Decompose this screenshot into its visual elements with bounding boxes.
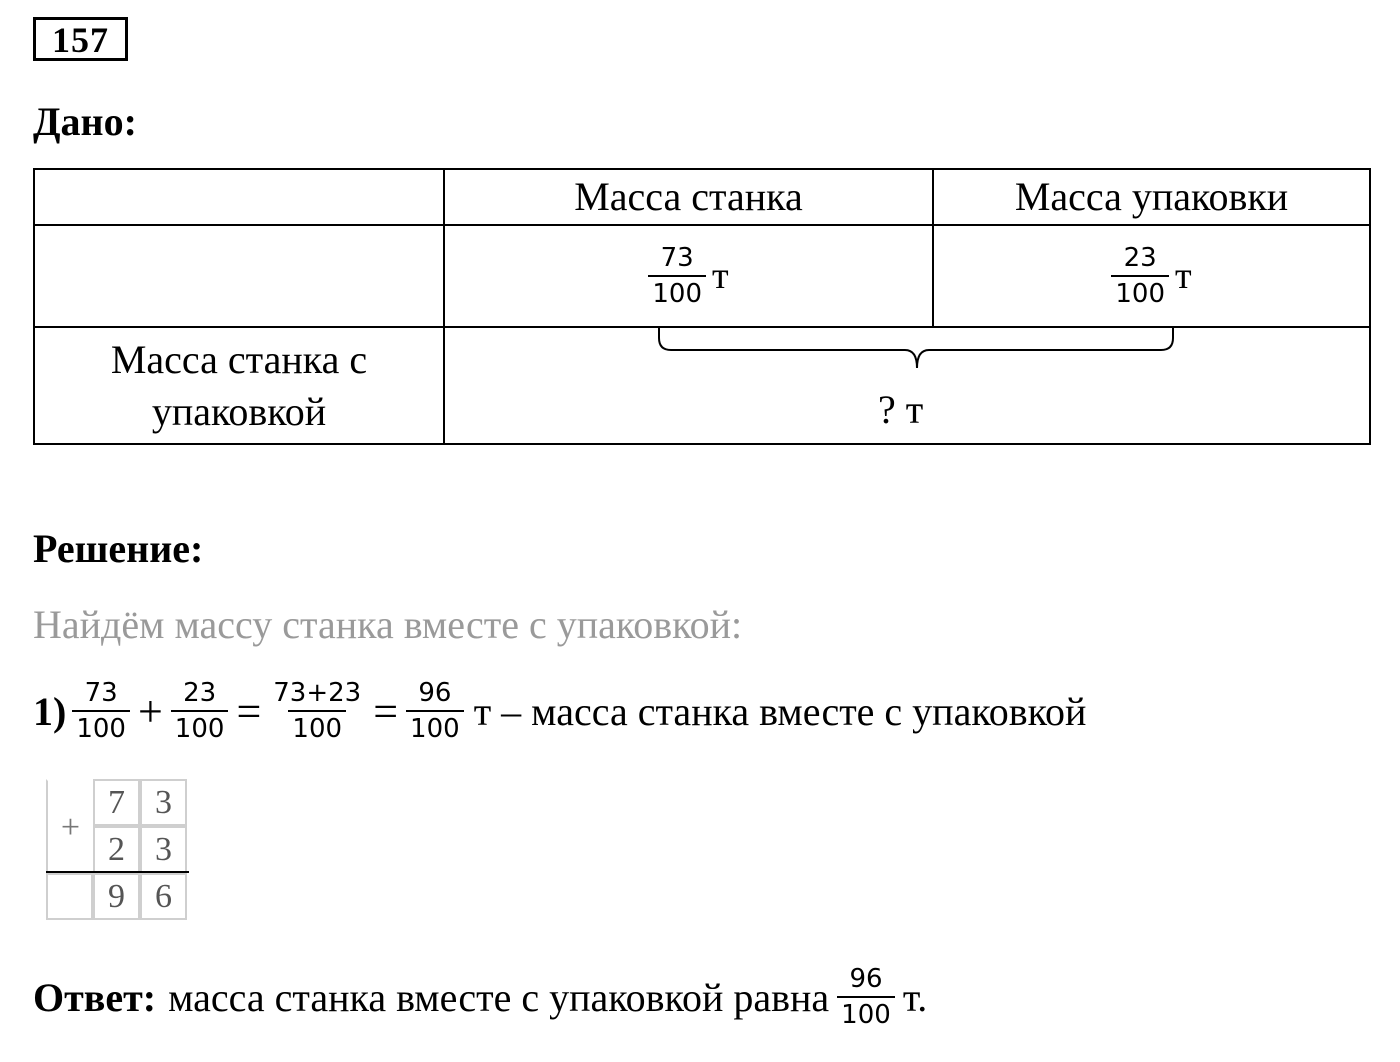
given-heading: Дано: (33, 99, 137, 144)
digit-cell: 7 (93, 779, 140, 826)
header-machine-mass: Масса станка (443, 168, 934, 226)
total-mass-value: ? т (878, 387, 924, 432)
empty-cell (46, 873, 93, 920)
fraction-sum: 73+23 100 (273, 678, 362, 744)
result-digit-cell: 9 (93, 873, 140, 920)
digit-cell: 3 (140, 779, 187, 826)
step-label: 1) (33, 688, 67, 734)
answer: Ответ: масса станка вместе с упаковкой р… (33, 955, 927, 1039)
table-empty-cell (33, 224, 445, 328)
solution-hint: Найдём массу станка вместе с упаковкой: (33, 602, 743, 647)
step-description: т – масса станка вместе с упаковкой (473, 688, 1087, 734)
curly-brace (658, 328, 1174, 369)
header-package-mass: Масса упаковки (932, 168, 1371, 226)
fraction-73-100: 73 100 (72, 678, 130, 744)
table-corner-cell (33, 168, 445, 226)
package-mass-value: 23 100 т (932, 224, 1371, 328)
given-table: Масса станка Масса упаковки 73 100 т 23 … (33, 168, 1371, 445)
column-plus-sign: + (46, 779, 93, 873)
answer-fraction: 96 100 (837, 964, 895, 1030)
equals-sign: = (373, 686, 399, 736)
answer-unit: т. (902, 974, 928, 1020)
equals-sign: = (236, 686, 262, 736)
problem-number: 157 (33, 17, 128, 61)
answer-text: масса станка вместе с упаковкой равна (168, 974, 830, 1020)
solution-step-1: 1) 73 100 + 23 100 = 73+23 100 = 96 100 … (33, 670, 1086, 752)
column-addition: + 7 3 2 3 9 6 (46, 779, 189, 920)
row-total-label: Масса станка с упаковкой (33, 326, 445, 445)
result-digit-cell: 6 (140, 873, 187, 920)
answer-label: Ответ: (33, 974, 157, 1020)
package-mass-fraction: 23 100 (1111, 243, 1170, 309)
fraction-23-100: 23 100 (170, 678, 229, 744)
machine-mass-fraction: 73 100 (648, 243, 707, 309)
solution-heading: Решение: (33, 526, 204, 571)
digit-cell: 3 (140, 826, 187, 873)
fraction-96-100: 96 100 (406, 678, 464, 744)
total-mass-cell: ? т (443, 326, 1371, 445)
sum-line (46, 871, 189, 873)
plus-sign: + (137, 686, 163, 736)
digit-cell: 2 (93, 826, 140, 873)
machine-mass-value: 73 100 т (443, 224, 934, 328)
